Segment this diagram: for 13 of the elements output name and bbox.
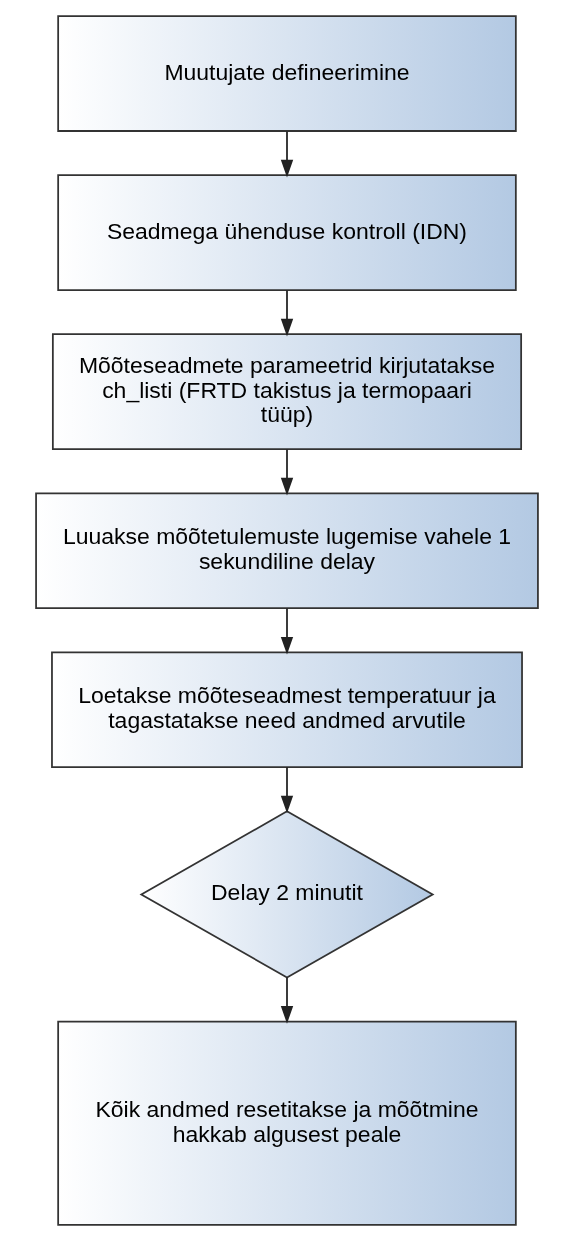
node-diamond: Delay 2 minutit xyxy=(139,810,434,979)
arrow xyxy=(280,448,293,496)
node-box: Loetakse mõõteseadmest temperatuur ja tagastatakse need andmed arvutile xyxy=(50,651,523,769)
arrow xyxy=(280,130,293,178)
node-box: Luuakse mõõtetulemuste lugemise vahele 1 sekundiline delay xyxy=(34,492,539,609)
node-box: Seadmega ühenduse kontroll (IDN) xyxy=(56,174,517,291)
node-box: Muutujate defineerimine xyxy=(56,15,517,132)
arrow xyxy=(280,289,293,337)
arrow xyxy=(280,607,293,655)
node-box: Kõik andmed resetitakse ja mõõtmine hakkab algusest peale xyxy=(56,1020,517,1226)
arrow xyxy=(280,766,293,814)
node-box: Mõõteseadmete parameetrid kirjutatakse ch_listi (FRTD takistus ja termopaari tüüp) xyxy=(51,333,522,450)
arrow xyxy=(280,976,293,1024)
